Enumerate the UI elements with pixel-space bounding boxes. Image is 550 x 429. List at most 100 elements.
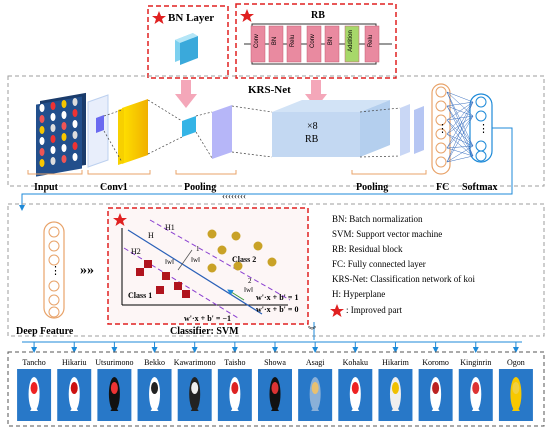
koi-label: Kawarimono — [174, 358, 216, 367]
legend-item: : Improved part — [346, 305, 402, 315]
koi-label: Tancho — [22, 358, 45, 367]
koi-row: Tancho Hikariu Utsurimono Bekko Kawarimono Ta… — [17, 358, 533, 421]
koi-tail — [391, 405, 400, 411]
class1-point — [174, 282, 182, 290]
koi-thumb — [61, 133, 67, 141]
koi-section-box — [7, 351, 545, 427]
classifier-title: Classifier: SVM — [170, 326, 239, 337]
pooling1-block — [182, 105, 232, 159]
rb-block — [324, 25, 340, 63]
rb-block — [286, 25, 302, 63]
rb-box — [235, 3, 397, 79]
koi-thumb — [72, 153, 78, 161]
rb-block — [250, 25, 266, 63]
rb-block — [306, 25, 322, 63]
class1-point — [136, 268, 144, 276]
koi-pattern — [432, 382, 440, 394]
koi-label: Hikariu — [62, 358, 86, 367]
class1-point — [162, 272, 170, 280]
softmax-node — [475, 150, 487, 162]
deep-feature-vector — [43, 221, 65, 319]
eq-zero: w'·x + b' = 0 — [256, 305, 298, 314]
koi-label: Utsurimono — [95, 358, 133, 367]
fc-node — [435, 142, 447, 154]
label-brackets — [27, 170, 427, 175]
pooling2-block — [400, 104, 424, 156]
koi-thumb — [39, 115, 45, 123]
legend-item: RB: Residual block — [332, 244, 403, 254]
deep-feature-ellipsis: ⋮ — [50, 265, 61, 277]
rb-block-label: Conv — [310, 34, 316, 48]
koi-arrows — [31, 342, 519, 353]
koi-thumb — [61, 155, 67, 163]
label-h2: H2 — [131, 247, 141, 256]
class2-point — [207, 263, 217, 273]
red-star-icon — [330, 304, 344, 317]
class2-point — [233, 261, 243, 271]
koi-tail — [70, 405, 79, 411]
rb-block-label: Addition — [348, 30, 354, 52]
label-conv1: Conv1 — [100, 182, 128, 193]
koi-label: Bekko — [144, 358, 165, 367]
triple-chevron-icon: »» — [80, 263, 94, 278]
margin-norm-3: ‖w‖ — [244, 286, 253, 294]
koi-pattern — [391, 382, 399, 394]
koi-label: Taisho — [224, 358, 245, 367]
koi-thumb — [50, 135, 56, 143]
koi-thumb — [39, 104, 45, 112]
label-class1: Class 1 — [128, 291, 152, 300]
label-input: Input — [34, 182, 59, 193]
koi-tail — [431, 405, 440, 411]
legend-item: SVM: Support vector machine — [332, 229, 442, 239]
koi-thumb — [50, 113, 56, 121]
koi-tail — [190, 405, 199, 411]
koi-thumb — [39, 148, 45, 156]
red-star-icon — [240, 9, 254, 22]
koi-thumb — [39, 159, 45, 167]
label-softmax: Softmax — [462, 182, 498, 193]
margin-norm-1: ‖w‖ — [191, 256, 200, 264]
koi-thumb — [61, 111, 67, 119]
margin-one: 1 — [196, 245, 200, 253]
koi-tail — [150, 405, 159, 411]
deep-feature-node — [48, 240, 60, 252]
deep-feature-label: Deep Feature — [16, 326, 74, 337]
rb-block — [268, 25, 284, 63]
connector-lines — [103, 99, 401, 163]
krs-net-title: KRS-Net — [248, 84, 291, 96]
red-star-icon — [152, 11, 166, 24]
rb-block-label: BN — [272, 37, 278, 45]
svg-text:︾: ︾ — [308, 326, 316, 335]
koi-pattern — [231, 382, 239, 394]
softmax-ellipsis: ⋮ — [478, 123, 489, 135]
deep-feature-node — [48, 306, 60, 318]
legend-item: BN: Batch normalization — [332, 214, 423, 224]
eq-positive: w'·x + b' = 1 — [256, 293, 298, 302]
margin-two: 2 — [248, 277, 252, 285]
class2-point — [267, 257, 277, 267]
rb-block-label: Conv — [254, 34, 260, 48]
koi-pattern — [151, 382, 159, 394]
label-pooling1: Pooling — [184, 182, 216, 193]
bn-layer-box — [147, 5, 229, 79]
koi-pattern — [472, 382, 480, 394]
koi-label: Kinginrin — [460, 358, 491, 367]
rb-repeat: ×8 — [307, 121, 318, 132]
koi-thumb — [50, 157, 56, 165]
label-h: H — [148, 231, 154, 240]
koi-thumb — [50, 124, 56, 132]
red-star-icon — [113, 213, 127, 226]
fc-softmax-network — [431, 83, 493, 175]
fc-node — [435, 156, 447, 168]
koi-pattern — [351, 382, 359, 394]
class1-point — [144, 260, 152, 268]
deep-feature-node — [48, 254, 60, 266]
koi-flow-lines: ︾ — [22, 322, 522, 343]
koi-label: Koromo — [422, 358, 449, 367]
chevron-arrows-icon: ‹‹‹‹‹‹‹‹ — [222, 191, 246, 201]
rb-block-label: BN — [328, 37, 334, 45]
deep-feature-node — [48, 294, 60, 306]
class2-point — [253, 241, 263, 251]
koi-pattern — [512, 382, 520, 394]
fc-node — [435, 114, 447, 126]
